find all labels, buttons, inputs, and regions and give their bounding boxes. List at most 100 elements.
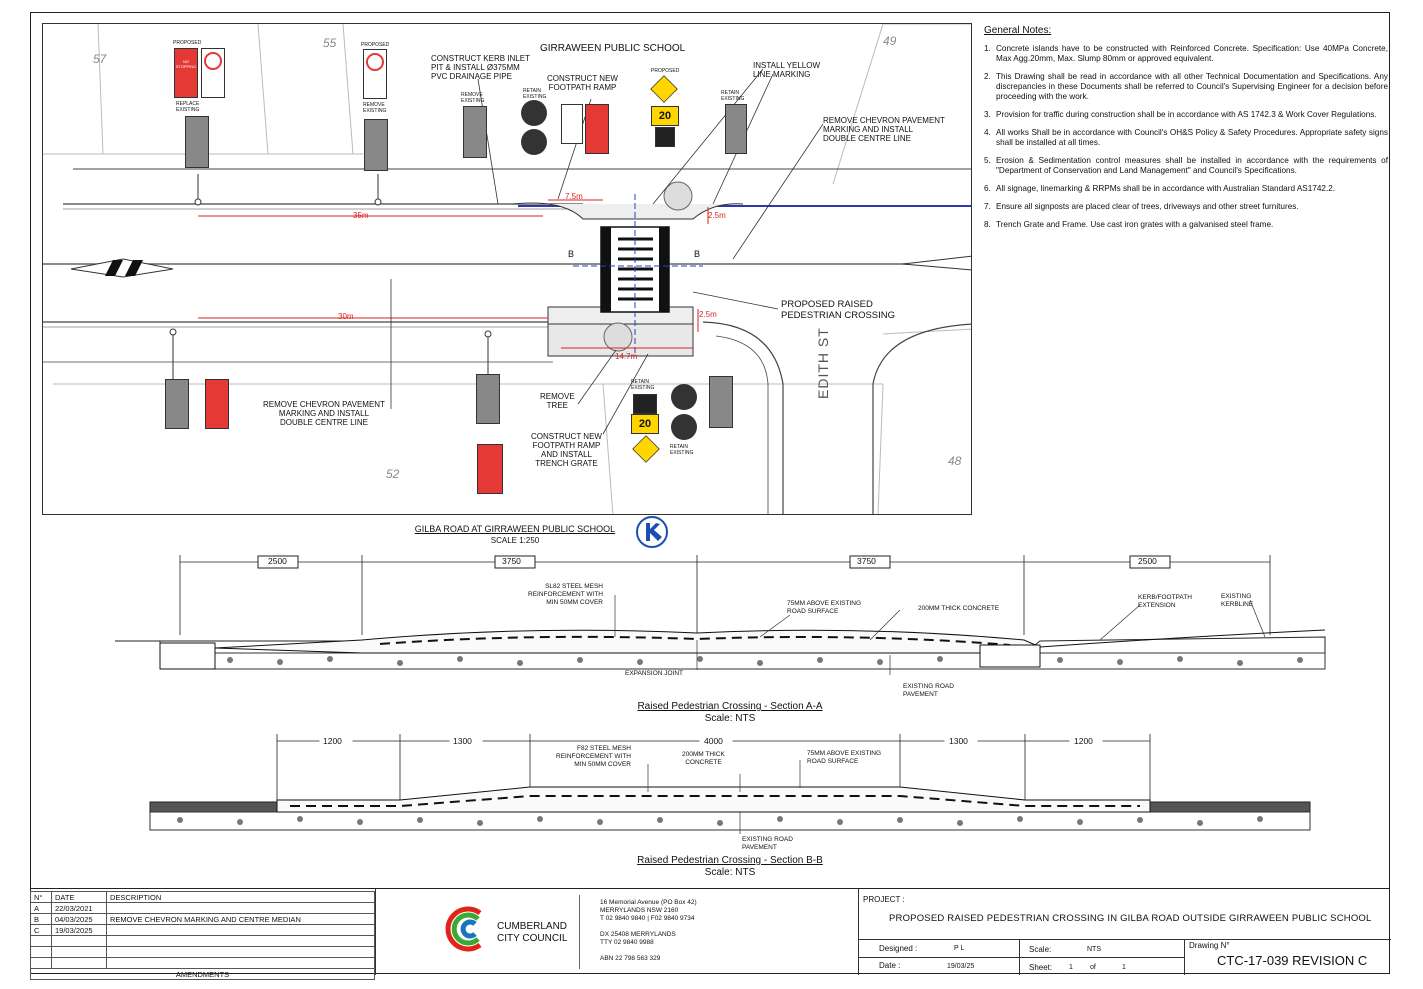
dim-aa-1: 2500 <box>268 556 287 566</box>
dim-bb-1: 1200 <box>323 736 342 746</box>
general-notes-heading: General Notes: <box>984 25 1052 36</box>
sheets-value: 1 <box>1122 964 1126 971</box>
no-stopping-sign <box>585 104 609 154</box>
amendments-footer: AMENDMENTS <box>30 968 375 980</box>
no-stopping-sign: NO STOPPING <box>174 48 198 98</box>
no-stopping-sign <box>205 379 229 429</box>
existing-no-stopping-sign <box>725 104 747 154</box>
sign-note: REMOVE EXISTING <box>363 102 387 114</box>
drawing-border <box>30 12 1390 974</box>
existing-sign-crossed <box>165 379 189 429</box>
dim-aa-2: 3750 <box>502 556 521 566</box>
note-item: 8.Trench Grate and Frame. Use cast iron … <box>984 220 1274 229</box>
label-aa-thick: 200mm THICK CONCRETE <box>918 605 1000 612</box>
note-item: 5.Erosion & Sedimentation control measur… <box>984 156 1388 175</box>
sign-note: PROPOSED <box>361 42 390 48</box>
sign-note: PROPOSED <box>173 40 202 46</box>
keep-left-sign <box>521 129 547 155</box>
street-name: EDITH ST <box>815 327 831 399</box>
section-bb-caption: Raised Pedestrian Crossing - Section B-B… <box>637 855 823 878</box>
lot-number: 55 <box>323 36 337 50</box>
dim-2-5m: 2.5m <box>699 310 717 319</box>
dim-bb-4: 1300 <box>949 736 968 746</box>
sign-note: RETAIN EXISTING <box>721 90 745 102</box>
existing-sign-crossed <box>364 119 388 171</box>
speed-limit-sign: 20 <box>631 414 659 434</box>
section-marker-b: B <box>568 249 575 259</box>
note-item: 4.All works Shall be in accordance with … <box>984 128 1388 147</box>
lot-number: 48 <box>948 454 962 468</box>
amend-header-desc: DESCRIPTION <box>106 891 375 903</box>
lot-number: 52 <box>386 467 400 481</box>
scale-label: Scale: <box>1029 945 1052 954</box>
no-stopping-sign <box>477 444 503 494</box>
existing-sign-crossed <box>185 116 209 168</box>
project-title: PROPOSED RAISED PEDESTRIAN CROSSING IN G… <box>889 913 1372 924</box>
project-label: PROJECT : <box>863 895 905 904</box>
general-notes: General Notes: 1.Concrete islands have t… <box>984 26 1388 238</box>
date-label: Date : <box>879 961 901 970</box>
sign-note: RETAIN EXISTING <box>670 444 694 456</box>
no-stopping-times-sign <box>201 48 225 98</box>
lot-number: 49 <box>883 34 897 48</box>
keep-left-sign <box>671 384 697 410</box>
keep-left-sign <box>671 414 697 440</box>
designed-value: P L <box>954 945 965 952</box>
note-item: 2.This Drawing shall be read in accordan… <box>984 72 1388 101</box>
dim-30m: 30m <box>338 312 354 321</box>
note-item: 3.Provision for traffic during construct… <box>984 110 1377 119</box>
sheet-value: 1 <box>1069 964 1073 971</box>
scale-value: NTS <box>1087 946 1101 953</box>
existing-sign-crossed <box>463 106 487 158</box>
dim-aa-4: 2500 <box>1138 556 1157 566</box>
section-bb-drawing <box>149 734 1311 834</box>
drawing-number: CTC-17-039 REVISION C <box>1217 953 1368 968</box>
council-logo-icon <box>445 906 482 952</box>
date-value: 19/03/25 <box>947 963 975 970</box>
dim-7-5m: 7.5m <box>565 192 583 201</box>
section-aa-drawing <box>115 555 1326 675</box>
school-name: GIRRAWEEN PUBLIC SCHOOL <box>540 43 686 54</box>
plan-view: GIRRAWEEN PUBLIC SCHOOL EDITH ST 57 55 4… <box>42 23 972 515</box>
school-zone-sign <box>655 127 675 147</box>
dim-bb-3: 4000 <box>704 736 723 746</box>
note-item: 1.Concrete islands have to be constructe… <box>984 44 1388 63</box>
sign-note: PROPOSED <box>651 68 680 74</box>
existing-sign-crossed <box>476 374 500 424</box>
sign-note: RETAIN EXISTING <box>523 88 547 100</box>
no-stopping-times-sign <box>363 49 387 99</box>
dim-bb-2: 1300 <box>453 736 472 746</box>
dim-bb-5: 1200 <box>1074 736 1093 746</box>
of-label: of <box>1090 964 1096 971</box>
dim-14-7m: 14.7m <box>615 352 638 361</box>
project-block: PROJECT : PROPOSED RAISED PEDESTRIAN CRO… <box>858 889 1391 975</box>
speed-limit-sign: 20 <box>651 106 679 126</box>
sheet-label: Sheet: <box>1029 963 1053 972</box>
drawing-label: Drawing N° <box>1189 941 1230 950</box>
sign-note: REPLACE EXISTING <box>176 101 200 113</box>
note-item: 6.All signage, linemarking & RRPMs shall… <box>984 184 1336 193</box>
label-aa-joint: EXPANSION JOINT <box>625 670 684 677</box>
dim-aa-3: 3750 <box>857 556 876 566</box>
section-aa-caption: Raised Pedestrian Crossing - Section A-A… <box>637 701 823 724</box>
dim-35m: 35m <box>353 211 369 220</box>
sign-note: RETAIN EXISTING <box>631 379 655 391</box>
